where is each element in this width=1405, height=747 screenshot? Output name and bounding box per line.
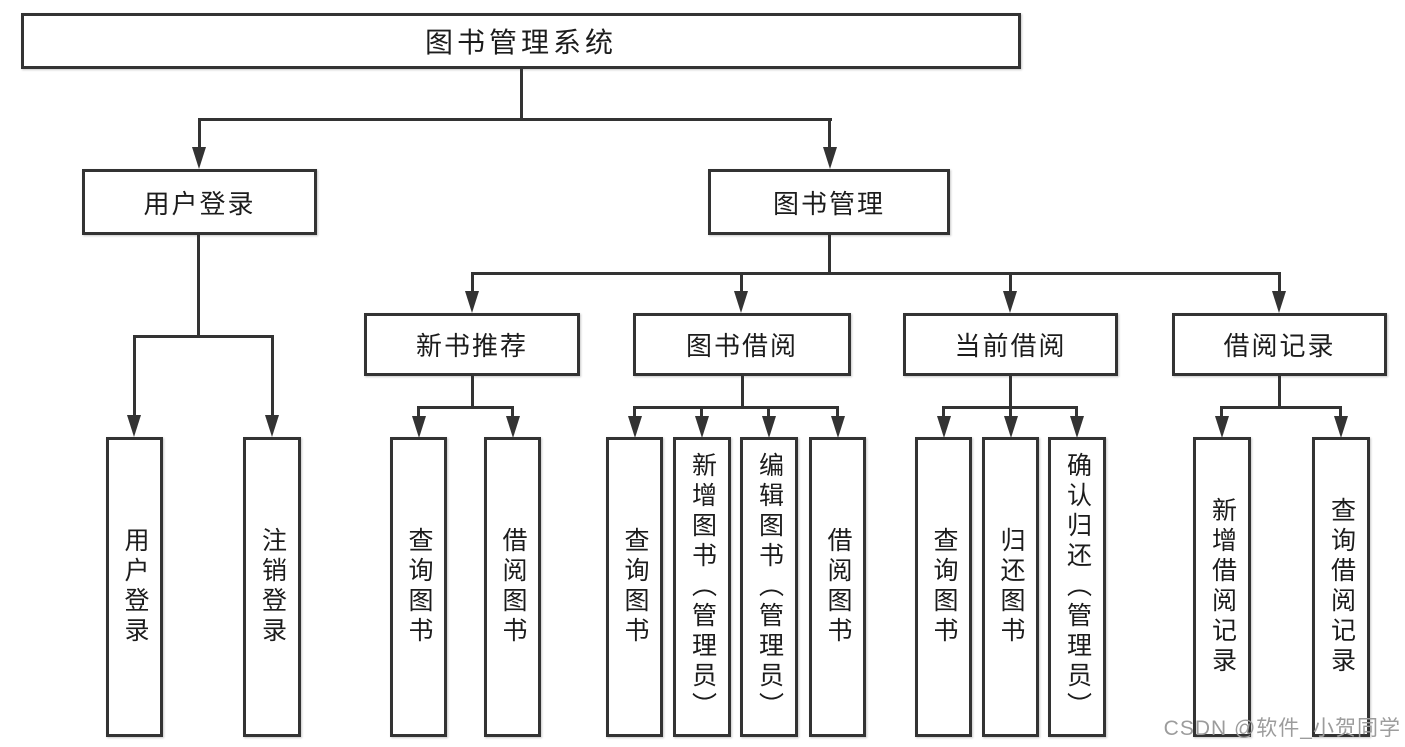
- connector-line: [1075, 406, 1078, 418]
- arrow-down-icon: [127, 415, 141, 437]
- leaf-borrow-books: 借阅图书: [484, 437, 541, 737]
- connector-line: [836, 406, 839, 418]
- node-new-book-recommend: 新书推荐: [364, 313, 580, 376]
- leaf-query-books-3: 查询图书: [915, 437, 972, 737]
- connector-line: [740, 272, 743, 294]
- arrow-down-icon: [1272, 291, 1286, 313]
- connector-line: [828, 118, 831, 150]
- connector-line: [828, 235, 831, 275]
- arrow-down-icon: [1070, 416, 1084, 438]
- connector-line: [741, 376, 744, 408]
- connector-line: [198, 118, 201, 150]
- arrow-down-icon: [734, 291, 748, 313]
- connector-line: [942, 406, 945, 418]
- arrow-down-icon: [937, 416, 951, 438]
- arrow-down-icon: [762, 416, 776, 438]
- node-current-borrow: 当前借阅: [903, 313, 1118, 376]
- connector-line: [700, 406, 703, 418]
- connector-line: [1009, 272, 1012, 294]
- node-library-system: 图书管理系统: [21, 13, 1021, 69]
- connector-line: [471, 272, 1281, 275]
- leaf-logout: 注销登录: [243, 437, 301, 737]
- arrow-down-icon: [831, 416, 845, 438]
- connector-line: [197, 235, 200, 337]
- node-book-management: 图书管理: [708, 169, 950, 235]
- arrow-down-icon: [628, 416, 642, 438]
- leaf-query-books-2: 查询图书: [606, 437, 663, 737]
- connector-line: [471, 272, 474, 294]
- connector-line: [1009, 406, 1012, 418]
- arrow-down-icon: [1003, 291, 1017, 313]
- connector-line: [520, 69, 523, 120]
- arrow-down-icon: [265, 415, 279, 437]
- leaf-add-borrow-record: 新增借阅记录: [1193, 437, 1251, 737]
- leaf-confirm-return-admin: 确认归还（管理员）: [1048, 437, 1106, 737]
- connector-line: [1339, 406, 1342, 418]
- connector-line: [633, 406, 839, 409]
- arrow-down-icon: [192, 147, 206, 169]
- leaf-add-book-admin: 新增图书（管理员）: [673, 437, 731, 737]
- leaf-query-borrow-record: 查询借阅记录: [1312, 437, 1370, 737]
- connector-line: [767, 406, 770, 418]
- connector-line: [198, 118, 832, 121]
- arrow-down-icon: [1004, 416, 1018, 438]
- leaf-query-books: 查询图书: [390, 437, 447, 737]
- connector-line: [1278, 376, 1281, 408]
- connector-line: [417, 406, 514, 409]
- leaf-edit-book-admin: 编辑图书（管理员）: [740, 437, 798, 737]
- node-borrow-records: 借阅记录: [1172, 313, 1387, 376]
- arrow-down-icon: [1334, 416, 1348, 438]
- connector-line: [133, 335, 136, 417]
- watermark: CSDN @软件_小贺同学: [1163, 717, 1401, 740]
- leaf-return-book: 归还图书: [982, 437, 1039, 737]
- leaf-borrow-books-2: 借阅图书: [809, 437, 866, 737]
- connector-line: [471, 376, 474, 408]
- arrow-down-icon: [823, 147, 837, 169]
- connector-line: [271, 335, 274, 417]
- node-user-login: 用户登录: [82, 169, 317, 235]
- connector-line: [511, 406, 514, 418]
- arrow-down-icon: [506, 416, 520, 438]
- connector-line: [1220, 406, 1342, 409]
- connector-line: [633, 406, 636, 418]
- leaf-user-login: 用户登录: [106, 437, 163, 737]
- arrow-down-icon: [465, 291, 479, 313]
- connector-line: [1278, 272, 1281, 294]
- arrow-down-icon: [412, 416, 426, 438]
- connector-line: [417, 406, 420, 418]
- connector-line: [1009, 376, 1012, 408]
- connector-line: [133, 335, 274, 338]
- arrow-down-icon: [695, 416, 709, 438]
- arrow-down-icon: [1215, 416, 1229, 438]
- node-book-borrow: 图书借阅: [633, 313, 851, 376]
- connector-line: [1220, 406, 1223, 418]
